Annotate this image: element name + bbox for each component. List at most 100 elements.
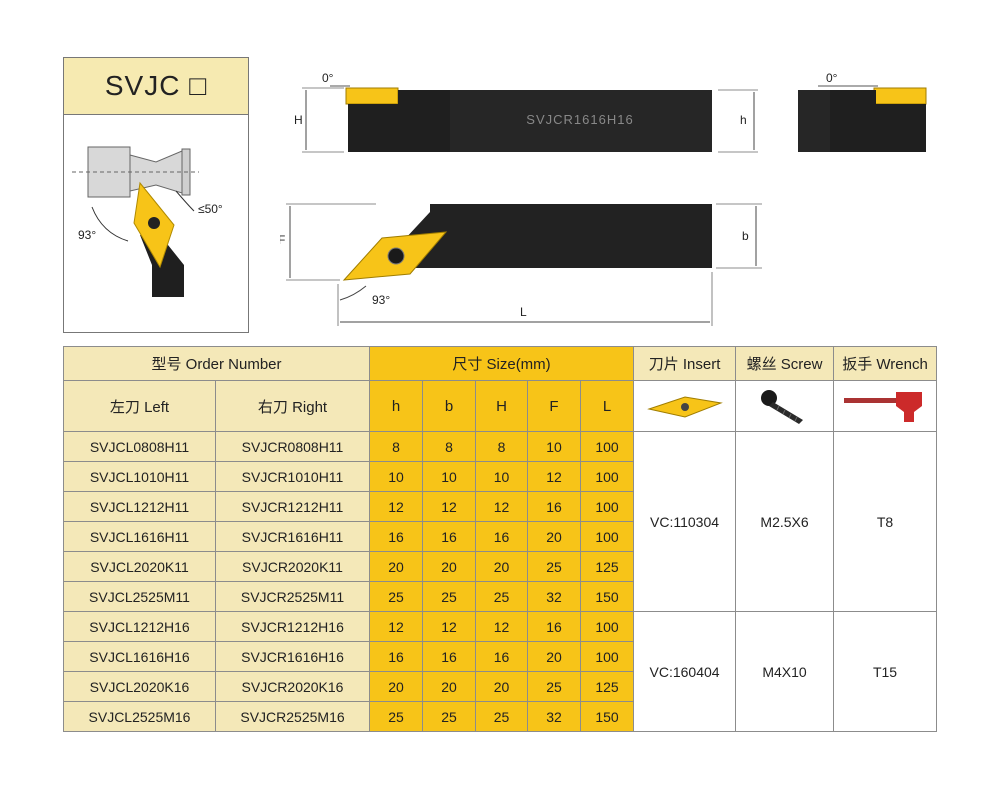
cell-H: 20 xyxy=(475,671,528,702)
end-head xyxy=(830,90,926,152)
cell-h: 12 xyxy=(369,611,423,642)
cell-H: 16 xyxy=(475,641,528,672)
cell-b: 8 xyxy=(422,431,476,462)
product-title: SVJC □ xyxy=(63,57,249,115)
header-size: 尺寸 Size(mm) xyxy=(368,346,635,381)
cell-left: SVJCL1616H16 xyxy=(63,641,216,672)
cell-L: 125 xyxy=(579,551,635,582)
top-view-screw xyxy=(387,247,405,265)
cell-b: 20 xyxy=(422,671,476,702)
cell-L: 100 xyxy=(579,641,635,672)
header-screw: 螺丝 Screw xyxy=(735,346,835,381)
angle-93-label: 93° xyxy=(78,228,96,242)
header-col-b: b xyxy=(422,380,476,432)
table-row: SVJCL0808H11 SVJCR0808H11 8 8 8 10 100 V… xyxy=(63,431,938,612)
cell-F: 32 xyxy=(527,581,581,612)
cell-right: SVJCR0808H11 xyxy=(215,431,370,462)
angle-50-label: ≤50° xyxy=(198,202,223,216)
dim-L-label: L xyxy=(520,305,527,319)
cell-L: 100 xyxy=(579,491,635,522)
top-angle-arc xyxy=(339,285,367,301)
table-row: SVJCL1212H16 SVJCR1212H16 12 12 12 16 10… xyxy=(63,611,938,732)
cell-right: SVJCR2525M11 xyxy=(215,581,370,612)
cell-h: 20 xyxy=(369,671,423,702)
cell-left: SVJCL1616H11 xyxy=(63,521,216,552)
cell-h: 16 xyxy=(369,641,423,672)
wrench-icon xyxy=(844,392,923,422)
front-shank xyxy=(450,90,712,152)
dim-H-label: H xyxy=(294,113,303,127)
table-row: SVJCL1616H11 SVJCR1616H11 16 16 16 20 10… xyxy=(63,521,937,552)
dim-b-label: b xyxy=(742,229,749,243)
cell-L: 100 xyxy=(579,521,635,552)
cell-H: 20 xyxy=(475,551,528,582)
header-left: 左刀 Left xyxy=(63,380,216,432)
header-insert: 刀片 Insert xyxy=(633,346,737,381)
cell-F: 12 xyxy=(527,461,581,492)
cell-L: 150 xyxy=(579,701,635,732)
cell-b: 25 xyxy=(422,701,476,732)
cell-b: 12 xyxy=(422,491,476,522)
cell-F: 20 xyxy=(527,641,581,672)
cell-insert-group-2: VC:160404 xyxy=(633,611,737,732)
cell-h: 12 xyxy=(369,491,423,522)
cell-b: 16 xyxy=(422,641,476,672)
cell-h: 25 xyxy=(369,581,423,612)
cell-right: SVJCR1616H11 xyxy=(215,521,370,552)
table-row: SVJCL1212H11 SVJCR1212H11 12 12 12 16 10… xyxy=(63,491,937,522)
side-view-box: 93° ≤50° xyxy=(63,115,249,333)
top-angle-label: 93° xyxy=(372,293,390,307)
cell-left: SVJCL0808H11 xyxy=(63,431,216,462)
cell-b: 20 xyxy=(422,551,476,582)
header-col-F: F xyxy=(527,380,581,432)
insert-thumbnail-cell xyxy=(633,380,737,432)
cell-h: 10 xyxy=(369,461,423,492)
cell-wrench-group-1: T8 xyxy=(833,431,938,612)
header-col-H: H xyxy=(475,380,528,432)
angle-0-right-label: 0° xyxy=(826,71,838,85)
cell-b: 12 xyxy=(422,611,476,642)
wrench-thumbnail-cell xyxy=(833,380,938,432)
cell-left: SVJCL2020K11 xyxy=(63,551,216,582)
cell-F: 16 xyxy=(527,611,581,642)
cell-h: 20 xyxy=(369,551,423,582)
cell-h: 16 xyxy=(369,521,423,552)
cell-F: 32 xyxy=(527,701,581,732)
dim-h-label: h xyxy=(740,113,747,127)
cell-H: 10 xyxy=(475,461,528,492)
cell-left: SVJCL1010H11 xyxy=(63,461,216,492)
cell-L: 100 xyxy=(579,431,635,462)
tool-drawings: 0° SVJCR1616H16 H h 0° F b L 93° xyxy=(280,71,927,326)
header-right: 右刀 Right xyxy=(215,380,370,432)
front-head xyxy=(348,90,450,152)
cell-h: 25 xyxy=(369,701,423,732)
cell-H: 25 xyxy=(475,701,528,732)
front-insert xyxy=(345,87,399,105)
angle-arc-50 xyxy=(175,190,195,212)
cell-right: SVJCR2020K11 xyxy=(215,551,370,582)
table-row: SVJCL2020K16 SVJCR2020K16 20 20 20 25 12… xyxy=(63,671,937,702)
table-row: SVJCL1616H16 SVJCR1616H16 16 16 16 20 10… xyxy=(63,641,937,672)
cell-L: 100 xyxy=(579,611,635,642)
cell-H: 12 xyxy=(475,491,528,522)
cell-L: 125 xyxy=(579,671,635,702)
cell-left: SVJCL2525M11 xyxy=(63,581,216,612)
table-row: SVJCL2525M11 SVJCR2525M11 25 25 25 32 15… xyxy=(63,581,937,612)
cell-right: SVJCR1212H16 xyxy=(215,611,370,642)
cell-F: 16 xyxy=(527,491,581,522)
cell-L: 150 xyxy=(579,581,635,612)
insert-icon xyxy=(646,396,723,418)
cell-right: SVJCR2525M16 xyxy=(215,701,370,732)
cell-L: 100 xyxy=(579,461,635,492)
cell-screw-group-2: M4X10 xyxy=(735,611,835,732)
cell-b: 25 xyxy=(422,581,476,612)
cell-b: 10 xyxy=(422,461,476,492)
cell-F: 20 xyxy=(527,521,581,552)
screw-thumbnail-cell xyxy=(735,380,835,432)
screw-icon xyxy=(760,390,803,424)
header-col-L: L xyxy=(579,380,635,432)
cell-F: 25 xyxy=(527,551,581,582)
insert-screw xyxy=(148,217,160,229)
header-wrench: 扳手 Wrench xyxy=(833,346,938,381)
angle-0-left-label: 0° xyxy=(322,71,334,85)
